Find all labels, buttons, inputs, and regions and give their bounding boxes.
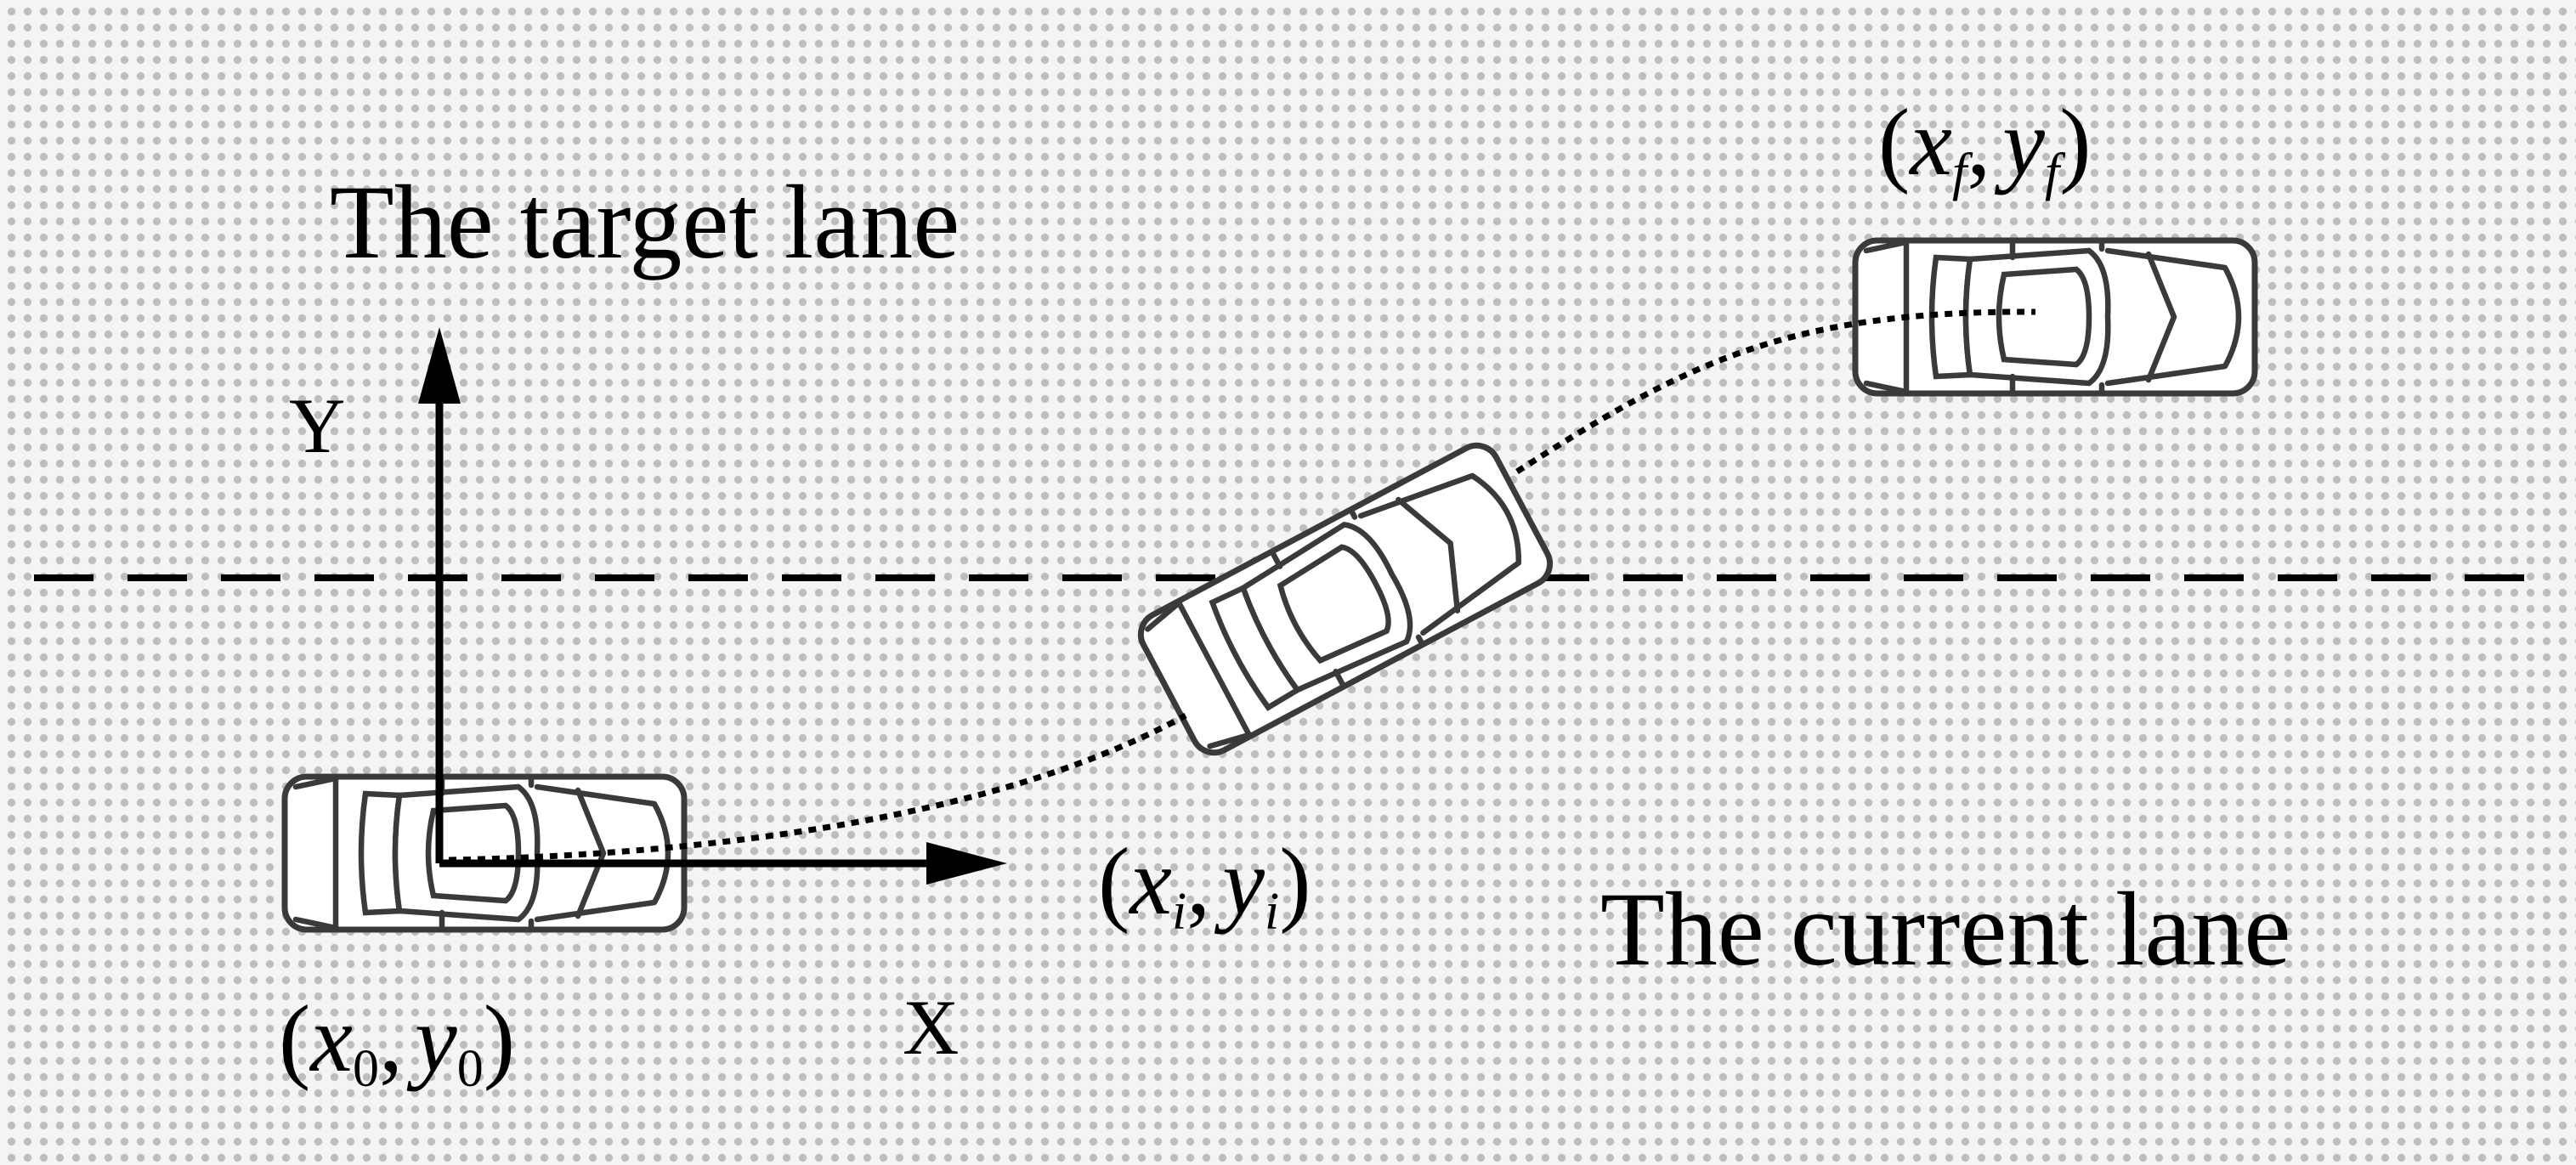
start-point-label: (x0,y0) <box>279 987 515 1098</box>
coordinate-axes <box>418 327 1007 885</box>
final-point-label: (xf,yf) <box>1878 90 2092 201</box>
car-intermediate <box>1133 438 1557 761</box>
y-axis-arrowhead <box>418 327 461 404</box>
car-final <box>1855 240 2255 393</box>
target-lane-label: The target lane <box>330 164 960 280</box>
x-axis-label: X <box>903 984 959 1071</box>
intermediate-point-label: (xi,yi) <box>1098 829 1311 941</box>
trajectory-path <box>448 308 2036 863</box>
current-lane-label: The current lane <box>1600 871 2290 987</box>
y-axis-label: Y <box>289 382 345 469</box>
x-axis-arrowhead <box>926 842 1007 885</box>
